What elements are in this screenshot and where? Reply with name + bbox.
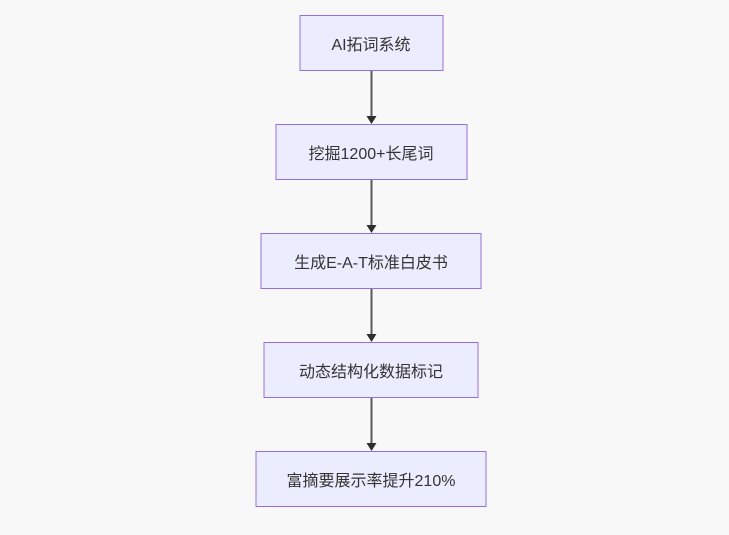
flow-node-label: 富摘要展示率提升210% xyxy=(286,473,456,490)
flow-node-eat-whitepaper: 生成E-A-T标准白皮书 xyxy=(260,233,482,289)
flow-node-ai-system: AI拓词系统 xyxy=(299,15,443,71)
flow-arrow-1 xyxy=(366,71,376,124)
arrow-line xyxy=(370,398,372,444)
flow-arrow-2 xyxy=(366,180,376,233)
arrow-line xyxy=(370,180,372,226)
arrowhead-down-icon xyxy=(366,225,376,233)
flow-node-label: AI拓词系统 xyxy=(331,37,411,54)
flow-arrow-4 xyxy=(366,398,376,451)
flow-node-label: 生成E-A-T标准白皮书 xyxy=(294,255,448,272)
arrow-line xyxy=(370,71,372,117)
arrowhead-down-icon xyxy=(366,116,376,124)
arrowhead-down-icon xyxy=(366,443,376,451)
arrow-line xyxy=(370,289,372,335)
flow-node-label: 挖掘1200+长尾词 xyxy=(308,146,434,163)
flow-node-rich-snippet-result: 富摘要展示率提升210% xyxy=(255,451,487,507)
flow-node-longtail-mining: 挖掘1200+长尾词 xyxy=(275,124,467,180)
flow-node-label: 动态结构化数据标记 xyxy=(298,364,443,381)
arrowhead-down-icon xyxy=(366,334,376,342)
flowchart: AI拓词系统 挖掘1200+长尾词 生成E-A-T标准白皮书 动态结构化数据标记 xyxy=(255,15,487,507)
flow-arrow-3 xyxy=(366,289,376,342)
flow-node-structured-data: 动态结构化数据标记 xyxy=(263,342,479,398)
